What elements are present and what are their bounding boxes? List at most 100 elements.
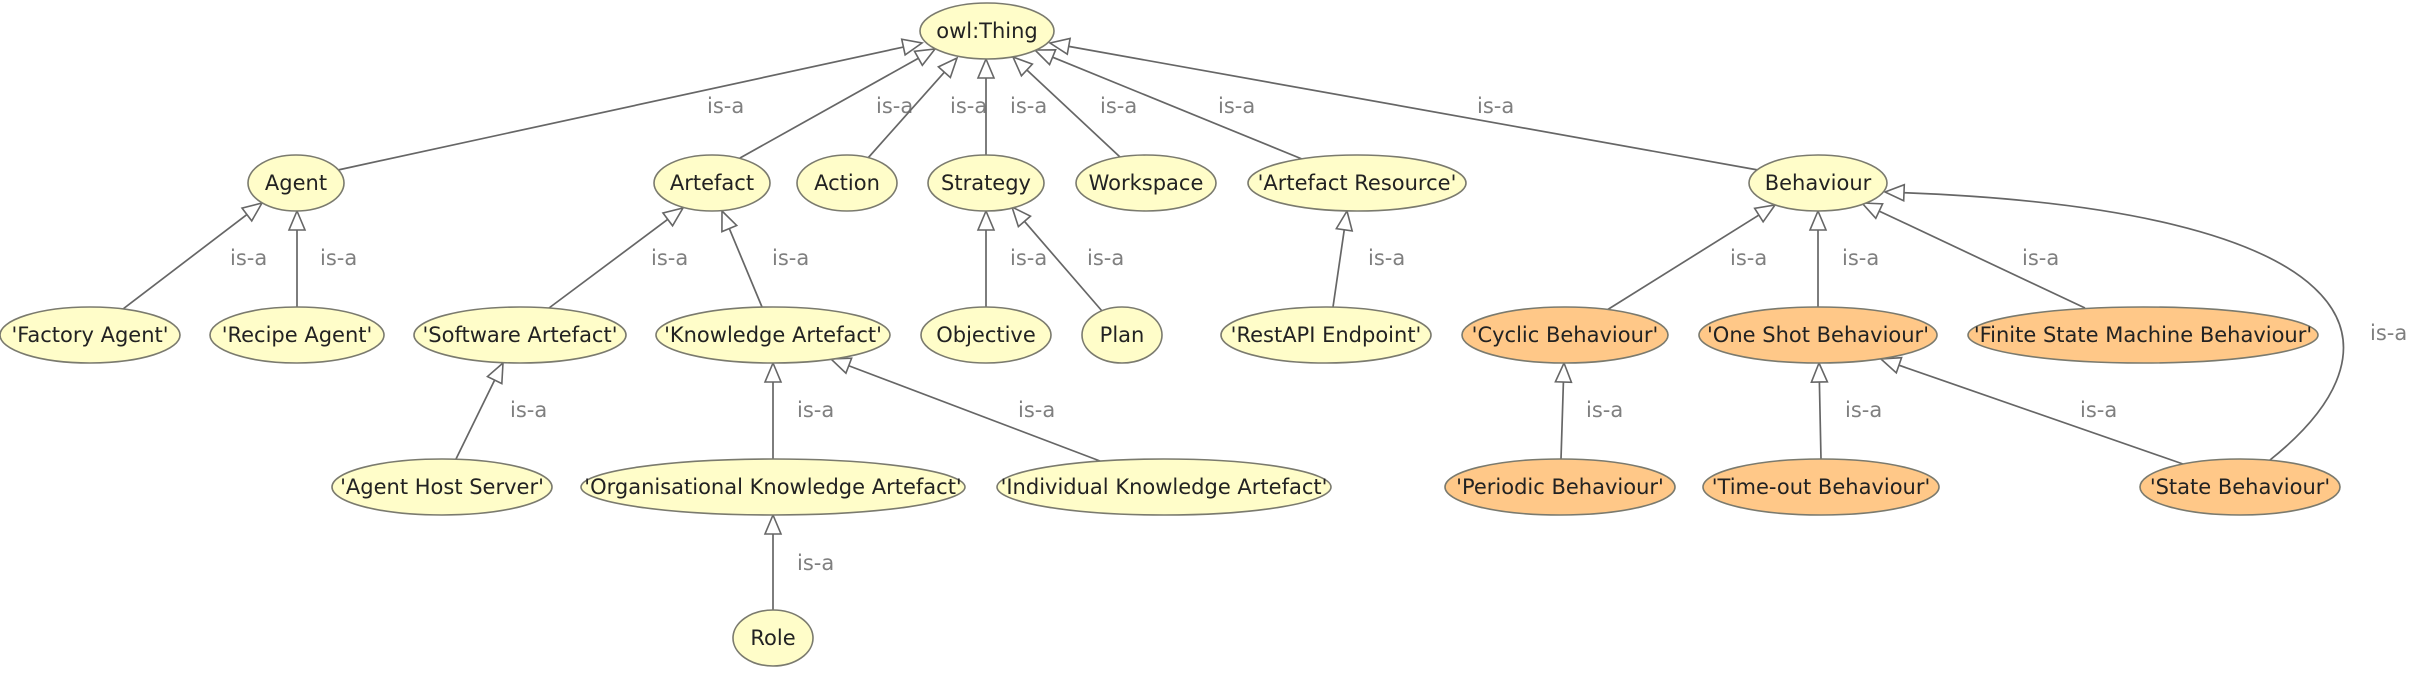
node-label: 'Cyclic Behaviour' (1472, 323, 1659, 347)
edge-label: is-a (2370, 321, 2407, 345)
node-ind-knowledge[interactable]: 'Individual Knowledge Artefact' (996, 458, 1332, 516)
edge-line (455, 379, 496, 460)
node-ellipse (1081, 306, 1163, 364)
node-thing[interactable]: owl:Thing (919, 2, 1055, 60)
edge-line (1332, 229, 1346, 308)
node-label: 'Organisational Knowledge Artefact' (584, 475, 961, 499)
edge-label: is-a (1087, 246, 1124, 270)
node-label: owl:Thing (936, 19, 1038, 43)
node-label: 'Finite State Machine Behaviour' (1974, 323, 2312, 347)
edge-line (337, 46, 904, 171)
node-objective[interactable]: Objective (920, 306, 1052, 364)
node-agent[interactable]: Agent (247, 154, 345, 212)
node-action[interactable]: Action (796, 154, 898, 212)
subclass-arrowhead-icon (1879, 356, 1903, 375)
node-label: 'Knowledge Artefact' (664, 323, 882, 347)
edge-label: is-a (1368, 246, 1405, 270)
node-ellipse (1461, 306, 1669, 364)
edge-oneshot-to-behaviour: is-a (1808, 208, 1879, 307)
edge-line (1898, 364, 2184, 465)
node-label: 'Agent Host Server' (340, 475, 544, 499)
edge-label: is-a (797, 398, 834, 422)
edge-periodic-to-cyclic: is-a (1554, 360, 1623, 460)
node-software-artefact[interactable]: 'Software Artefact' (413, 306, 627, 364)
node-factory-agent[interactable]: 'Factory Agent' (0, 306, 181, 364)
edge-factory_agent-to-agent: is-a (122, 201, 267, 310)
node-label: Strategy (941, 171, 1031, 195)
node-label: Role (750, 626, 795, 650)
node-label: Artefact (670, 171, 754, 195)
node-artefact-resource[interactable]: 'Artefact Resource' (1247, 154, 1467, 212)
edge-restapi-to-artefact_resource: is-a (1332, 208, 1405, 308)
subclass-arrowhead-icon (240, 201, 264, 223)
node-strategy[interactable]: Strategy (927, 154, 1045, 212)
node-label: Workspace (1089, 171, 1204, 195)
node-ellipse (732, 609, 814, 667)
node-ellipse (1702, 458, 1940, 516)
edge-cyclic-to-behaviour: is-a (1606, 203, 1777, 311)
node-periodic[interactable]: 'Periodic Behaviour' (1444, 458, 1676, 516)
subclass-arrowhead-icon (1335, 208, 1354, 232)
edge-agent-to-thing: is-a (337, 38, 925, 171)
subclass-arrowhead-icon (1753, 203, 1777, 224)
edge-artefact-to-thing: is-a (739, 47, 937, 159)
node-workspace[interactable]: Workspace (1075, 154, 1217, 212)
node-org-knowledge[interactable]: 'Organisational Knowledge Artefact' (580, 458, 966, 516)
node-label: 'Software Artefact' (423, 323, 618, 347)
node-restapi[interactable]: 'RestAPI Endpoint' (1220, 306, 1432, 364)
node-cyclic[interactable]: 'Cyclic Behaviour' (1461, 306, 1669, 364)
edge-strategy-to-thing: is-a (976, 56, 1047, 155)
node-agent-host[interactable]: 'Agent Host Server' (331, 458, 553, 516)
edge-label: is-a (1586, 398, 1623, 422)
edge-line (1023, 220, 1103, 312)
node-ellipse (927, 154, 1045, 212)
node-state[interactable]: 'State Behaviour' (2139, 458, 2341, 516)
edge-line (1903, 191, 2345, 461)
node-label: 'Periodic Behaviour' (1456, 475, 1664, 499)
subclass-arrowhead-icon (486, 361, 504, 385)
node-plan[interactable]: Plan (1081, 306, 1163, 364)
subclass-arrowhead-icon (1033, 48, 1057, 67)
edge-behaviour-to-thing: is-a (1047, 37, 1759, 171)
node-ellipse (0, 306, 181, 364)
edge-timeout-to-oneshot: is-a (1810, 360, 1882, 460)
edge-label: is-a (1842, 246, 1879, 270)
node-fsm[interactable]: 'Finite State Machine Behaviour' (1967, 306, 2319, 364)
edge-line (1068, 45, 1759, 171)
subclass-arrowhead-icon (287, 208, 307, 231)
edge-label: is-a (1730, 246, 1767, 270)
edge-label: is-a (510, 398, 547, 422)
edge-label: is-a (1010, 246, 1047, 270)
node-recipe-agent[interactable]: 'Recipe Agent' (209, 306, 385, 364)
node-ellipse (1444, 458, 1676, 516)
node-ellipse (247, 154, 345, 212)
node-oneshot[interactable]: 'One Shot Behaviour' (1698, 306, 1938, 364)
edge-line (1026, 69, 1121, 158)
edge-label: is-a (2022, 246, 2059, 270)
node-behaviour[interactable]: Behaviour (1748, 154, 1888, 212)
node-artefact[interactable]: Artefact (653, 154, 771, 212)
edge-line (1052, 56, 1303, 160)
edge-line (122, 213, 248, 310)
edge-role-to-org_knowledge: is-a (763, 512, 834, 610)
subclass-arrowhead-icon (913, 47, 937, 67)
node-label: 'Time-out Behaviour' (1712, 475, 1931, 499)
edge-state-to-oneshot: is-a (1879, 356, 2184, 465)
node-ellipse (413, 306, 627, 364)
edge-line (548, 218, 669, 309)
node-role[interactable]: Role (732, 609, 814, 667)
edge-state-to-behaviour: is-a (1882, 183, 2407, 461)
subclass-arrowhead-icon (763, 360, 783, 383)
node-knowledge-artefact[interactable]: 'Knowledge Artefact' (655, 306, 891, 364)
subclass-arrowhead-icon (1047, 37, 1072, 56)
node-ellipse (209, 306, 385, 364)
node-ellipse (2139, 458, 2341, 516)
edge-agent_host-to-software_artefact: is-a (455, 361, 547, 460)
edge-label: is-a (1010, 94, 1047, 118)
node-label: 'Individual Knowledge Artefact' (1001, 475, 1328, 499)
edge-line (1606, 214, 1760, 311)
node-label: 'RestAPI Endpoint' (1231, 323, 1422, 347)
edge-artefact_resource-to-thing: is-a (1033, 48, 1303, 160)
node-timeout[interactable]: 'Time-out Behaviour' (1702, 458, 1940, 516)
